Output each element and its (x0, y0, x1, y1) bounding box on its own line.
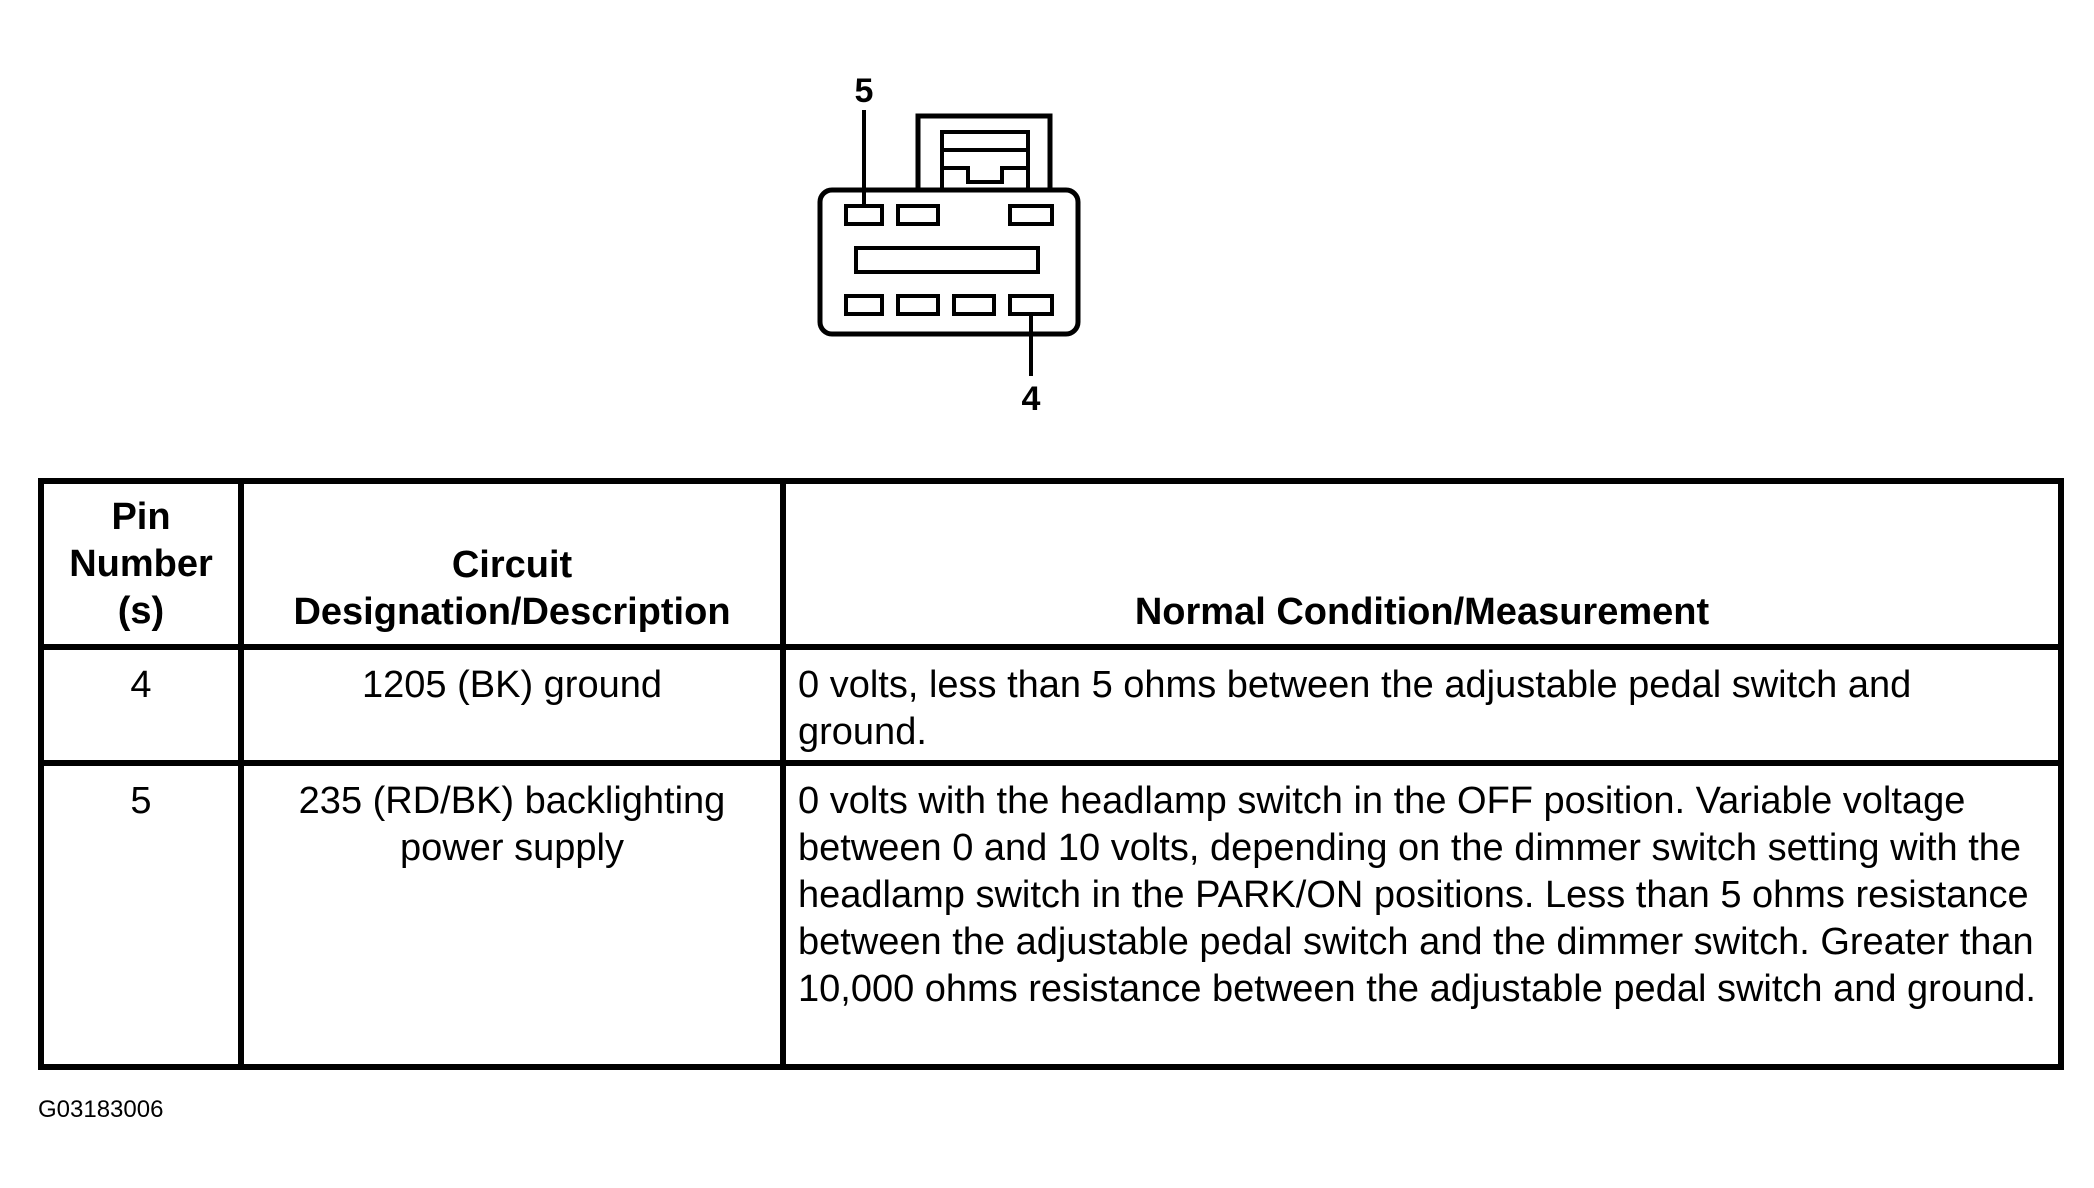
connector-locking-tab (915, 113, 1053, 192)
header-condition: Normal Condition/Measurement (780, 478, 2064, 650)
header-pin-number: Pin Number (s) (38, 478, 244, 650)
cell-circuit: 235 (RD/BK) backlighting power supply (238, 760, 786, 1070)
figure-id: G03183006 (38, 1096, 164, 1123)
cell-circuit: 1205 (BK) ground (238, 644, 786, 766)
cell-pin: 5 (38, 760, 244, 1070)
table-header-row: Pin Number (s) Circuit Designation/Descr… (38, 478, 2064, 650)
pin-cavity (896, 204, 940, 226)
cell-condition: 0 volts, less than 5 ohms between the ad… (780, 644, 2064, 766)
pin-4-label: 4 (1022, 380, 1041, 418)
table-row: 5 235 (RD/BK) backlighting power supply … (38, 760, 2064, 1070)
header-circuit: Circuit Designation/Description (238, 478, 786, 650)
cell-pin: 4 (38, 644, 244, 766)
pin-5-label: 5 (855, 72, 874, 110)
connector-diagram: 5 4 (817, 72, 1081, 418)
center-slot (854, 246, 1040, 274)
pin-cavity (844, 294, 884, 316)
pin-cavity (952, 294, 996, 316)
connector-latch (940, 130, 1030, 192)
pin-cavity (1008, 204, 1054, 226)
pin-cavity (896, 294, 940, 316)
pin-table: Pin Number (s) Circuit Designation/Descr… (38, 478, 2064, 1070)
cell-condition: 0 volts with the headlamp switch in the … (780, 760, 2064, 1070)
table-row: 4 1205 (BK) ground 0 volts, less than 5 … (38, 644, 2064, 766)
